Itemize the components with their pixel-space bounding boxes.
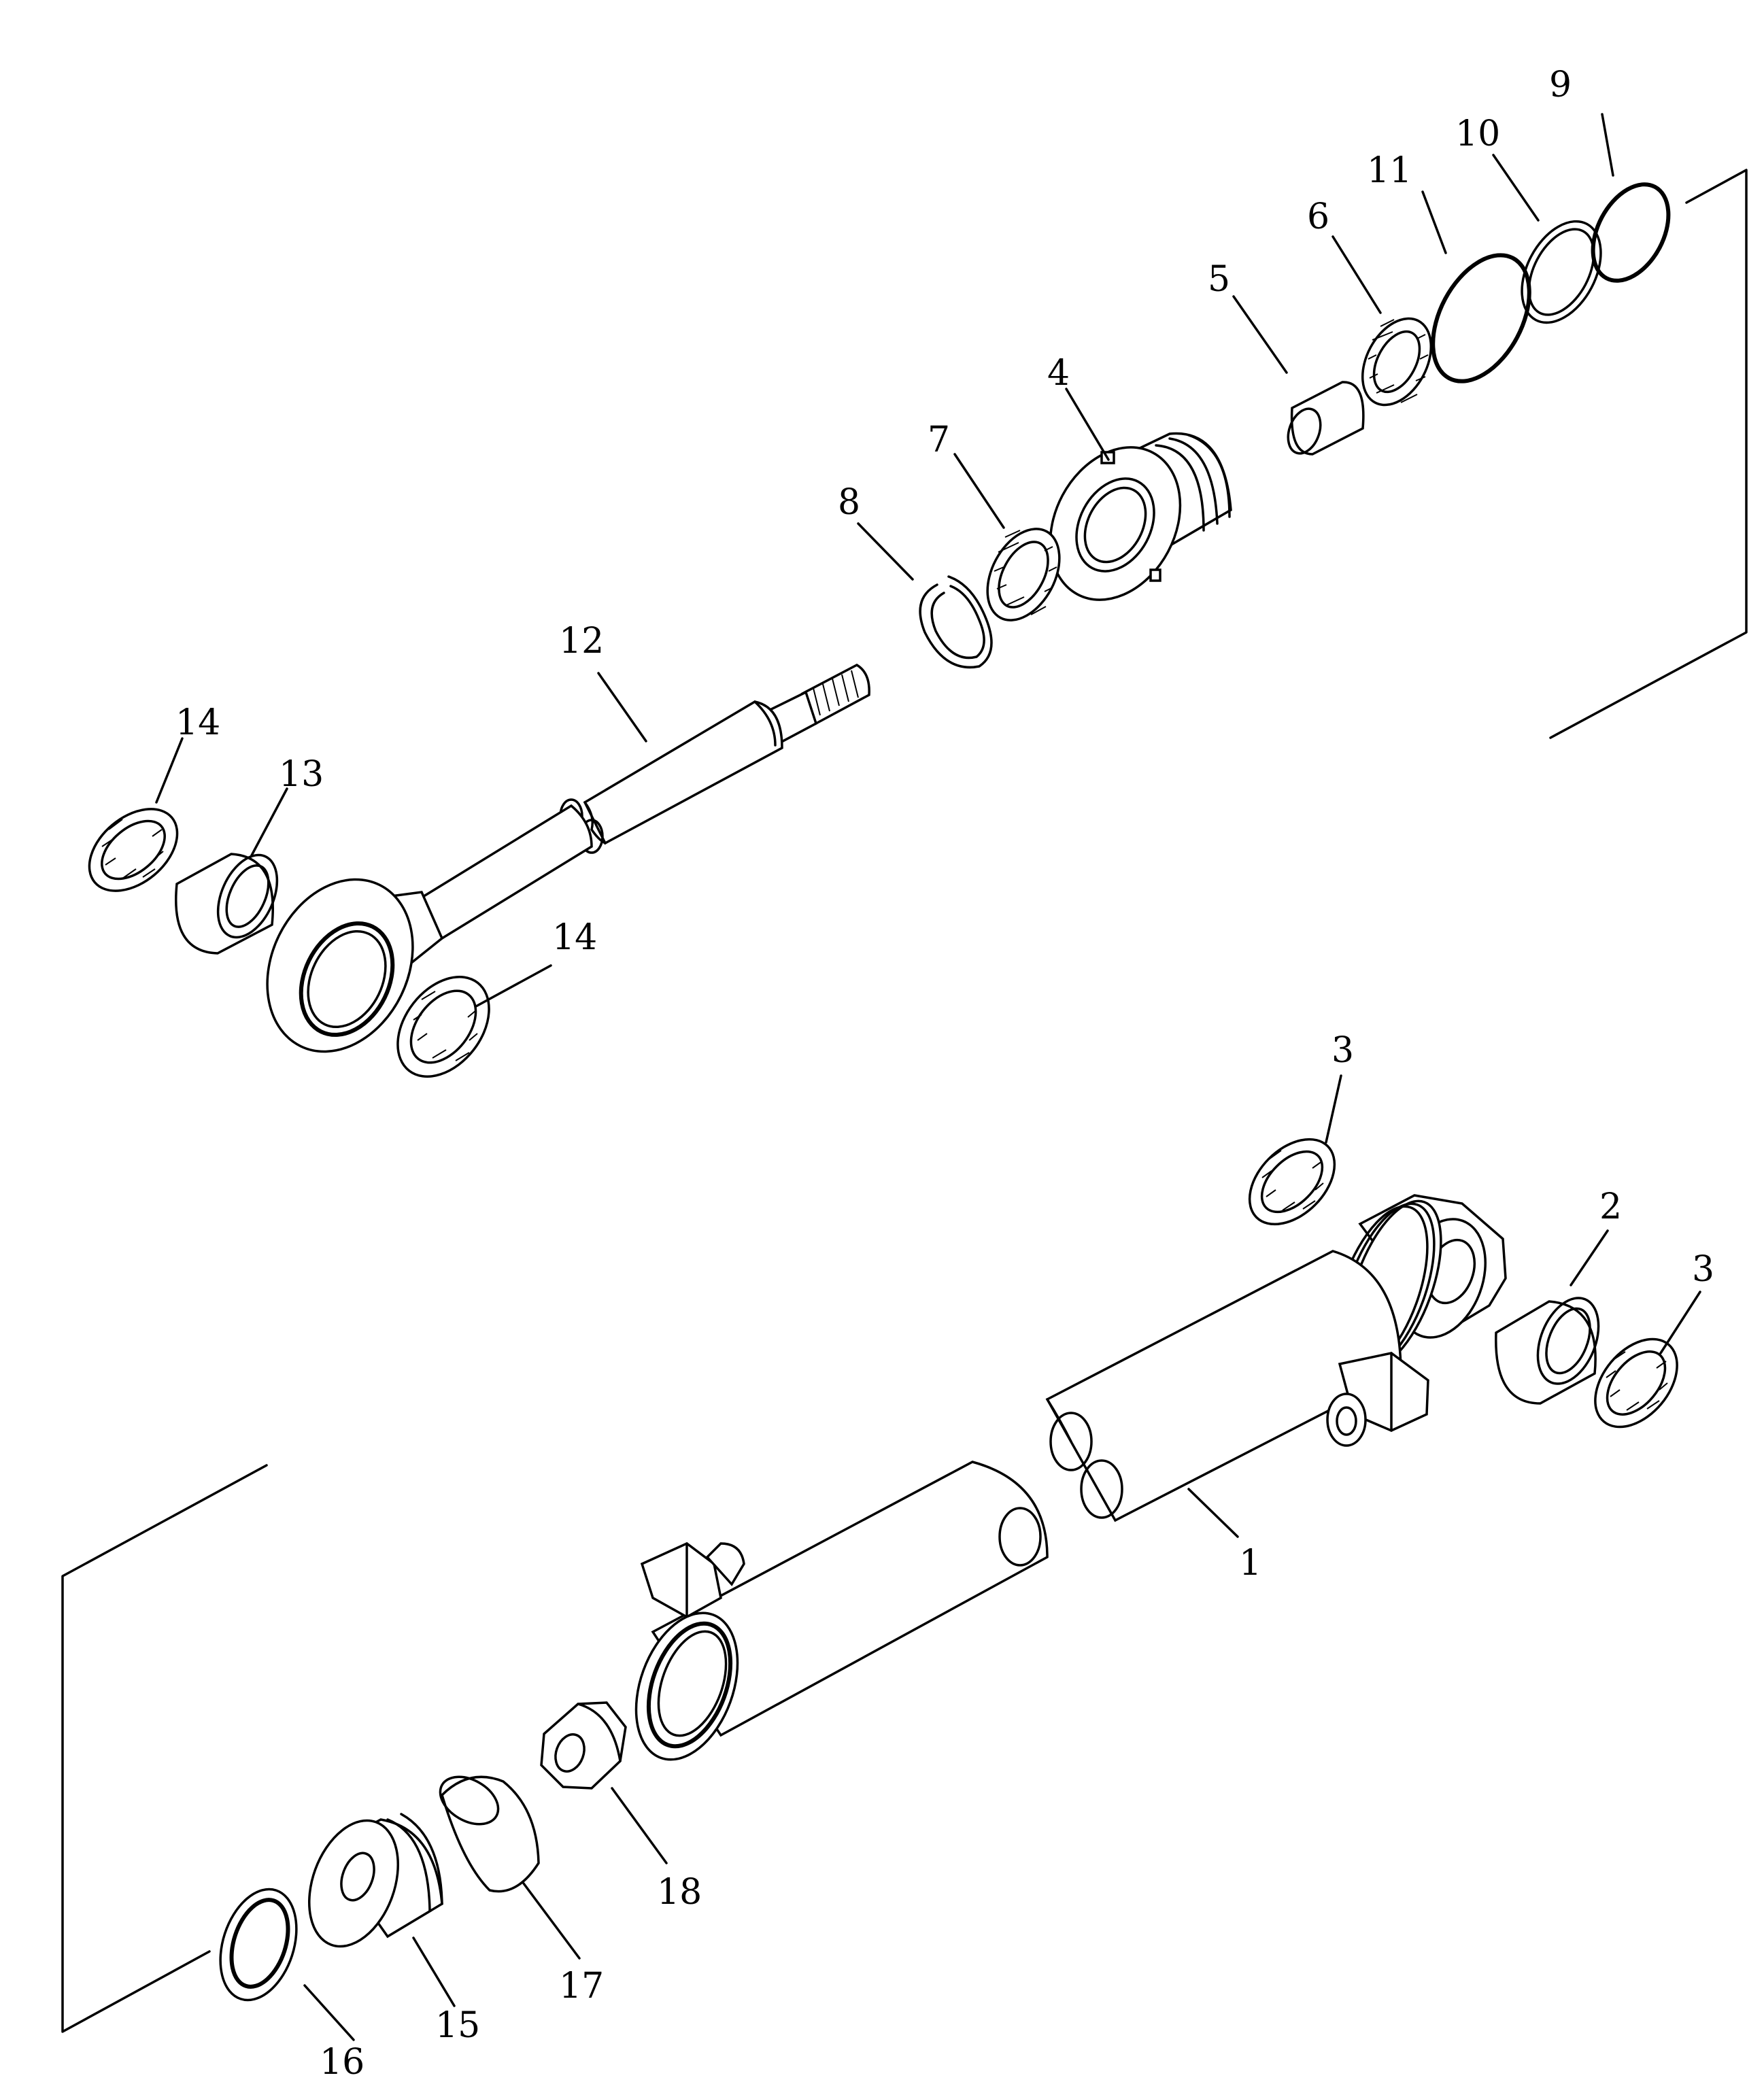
label-part-5: 5 (1208, 259, 1230, 300)
spacer-5 (1287, 381, 1365, 456)
label-part-11: 11 (1367, 150, 1412, 191)
label-part-1: 1 (1239, 1543, 1261, 1584)
bushing-13 (175, 853, 279, 955)
piston-rod-12 (266, 663, 870, 1053)
label-part-18: 18 (657, 1872, 702, 1913)
seal-16 (219, 1888, 298, 2002)
wear-ring-6 (1361, 317, 1433, 407)
label-part-3-top: 3 (1332, 1030, 1354, 1071)
leader-lines (155, 113, 1701, 2041)
label-part-10: 10 (1455, 114, 1500, 154)
label-part-16: 16 (320, 2042, 364, 2082)
label-part-7: 7 (928, 420, 950, 460)
cylinder-head-15 (308, 1813, 443, 1948)
piston-4 (1049, 432, 1232, 601)
lower-left-bracket (61, 1464, 268, 2033)
seal-14-lower (396, 976, 490, 1078)
o-ring-11 (1431, 253, 1531, 383)
backup-ring-17 (439, 1775, 540, 1893)
label-part-17: 17 (559, 1966, 604, 2007)
backup-ring-10 (1521, 220, 1602, 324)
label-part-8: 8 (838, 482, 860, 523)
cylinder-tube-1 (1045, 1194, 1507, 1522)
label-part-13: 13 (279, 754, 324, 795)
label-part-4: 4 (1047, 353, 1070, 394)
label-part-6: 6 (1307, 197, 1329, 237)
nut-18 (540, 1701, 627, 1790)
cylinder-tube-1-left (634, 1461, 1049, 1761)
label-part-9: 9 (1549, 65, 1572, 105)
upper-right-bracket (1549, 169, 1748, 739)
label-part-3-right: 3 (1692, 1249, 1714, 1290)
seal-3-top (1248, 1138, 1336, 1226)
label-part-14-lower: 14 (552, 917, 597, 958)
snap-ring-8 (919, 575, 993, 669)
part-labels: 9 10 11 6 5 4 7 8 12 13 14 14 3 2 3 1 18… (175, 65, 1714, 2082)
bushing-2 (1495, 1297, 1600, 1405)
label-part-12: 12 (559, 621, 604, 662)
label-part-2: 2 (1599, 1187, 1622, 1227)
seal-14-upper (88, 808, 179, 892)
label-part-14-upper: 14 (175, 702, 220, 743)
wear-ring-7 (986, 528, 1061, 621)
o-ring-9 (1591, 182, 1671, 283)
seal-3-right (1594, 1337, 1678, 1429)
label-part-15: 15 (435, 2005, 480, 2046)
